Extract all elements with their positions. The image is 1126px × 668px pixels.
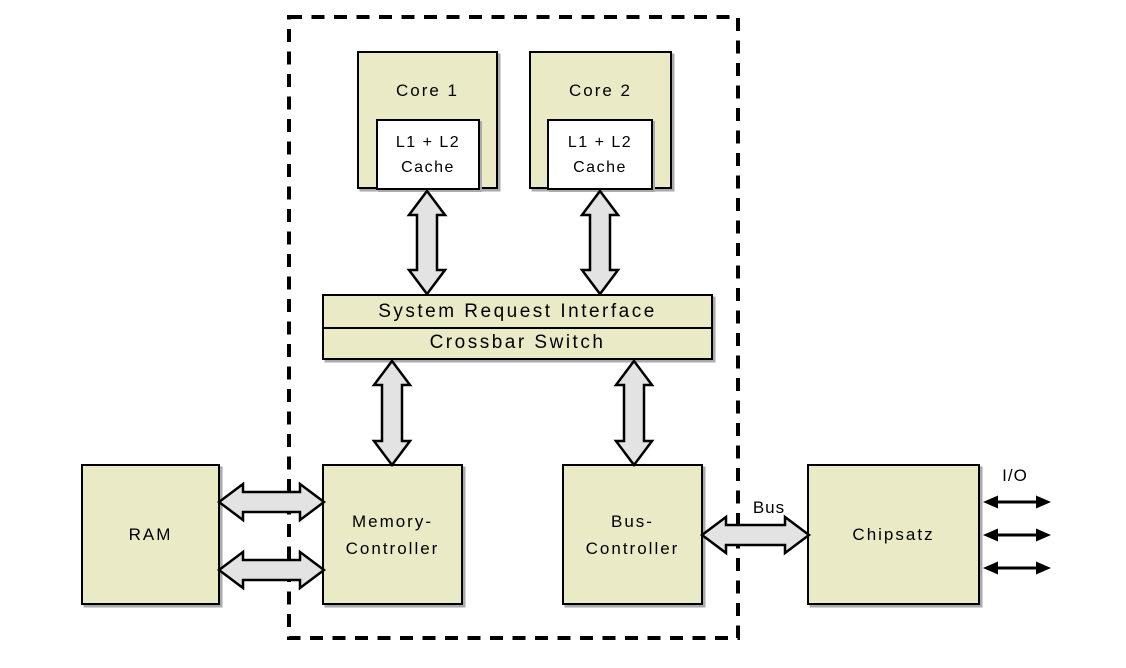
bus-label: Bus [752, 498, 786, 517]
core2-cache-label: L1 + L2 Cache [567, 133, 633, 176]
bus-controller-label: Bus- Controller [585, 511, 680, 558]
io-arrow-1 [983, 495, 1051, 509]
ram-memory-arrow-1 [216, 481, 327, 523]
core1-label: Core 1 [395, 81, 460, 100]
core1-sri-arrow [406, 188, 448, 297]
core2-label: Core 2 [568, 81, 633, 100]
io-label: I/O [1002, 466, 1028, 485]
ram-memory-arrow-2 [216, 549, 327, 591]
system-request-interface-bar: System Request Interface [324, 296, 711, 329]
memory-controller-label: Memory- Controller [345, 511, 440, 558]
io-arrow-3 [983, 561, 1051, 575]
system-request-interface-label: System Request Interface [378, 300, 657, 322]
core1-cache-label: L1 + L2 Cache [395, 133, 461, 176]
ram-label: RAM [128, 525, 173, 544]
chipset-box: Chipsatz [807, 464, 980, 605]
sri-crossbar-stack: System Request Interface Crossbar Switch [322, 294, 713, 360]
memory-controller-box: Memory- Controller [322, 464, 463, 605]
bus-arrow [699, 514, 812, 556]
crossbar-switch-label: Crossbar Switch [429, 332, 606, 353]
io-arrow-2 [983, 528, 1051, 542]
ram-box: RAM [81, 464, 220, 605]
core2-cache-box: L1 + L2 Cache [547, 119, 653, 190]
core2-sri-arrow [579, 188, 621, 297]
core1-cache-box: L1 + L2 Cache [376, 119, 480, 190]
crossbar-memory-arrow [371, 358, 413, 468]
chipset-label: Chipsatz [852, 525, 935, 544]
bus-controller-box: Bus- Controller [562, 464, 703, 605]
crossbar-switch-bar: Crossbar Switch [324, 329, 711, 357]
crossbar-bus-arrow [613, 358, 655, 468]
